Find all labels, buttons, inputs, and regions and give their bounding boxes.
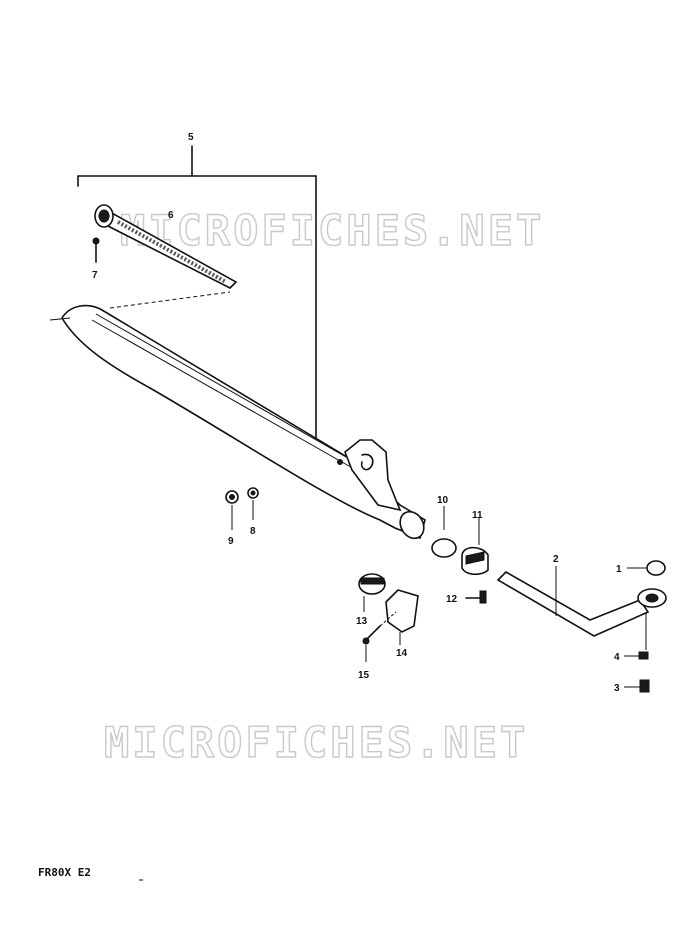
watermark-top: MICROFICHES.NET (120, 206, 544, 255)
callout-7: 7 (92, 270, 98, 281)
clamp-11 (461, 518, 489, 576)
nut-9 (225, 490, 239, 530)
callout-11: 11 (472, 510, 483, 521)
gasket-1 (627, 560, 666, 576)
callout-4: 4 (614, 652, 620, 663)
callout-6: 6 (168, 210, 174, 221)
callout-5: 5 (188, 132, 194, 143)
watermark-bottom: MICROFICHES.NET (104, 718, 528, 767)
bushing-13 (358, 573, 386, 612)
bolt-3 (624, 679, 650, 693)
muffler (49, 291, 426, 540)
screw-15 (362, 611, 397, 662)
model-code: FR80X E2 (38, 866, 91, 879)
callout-9: 9 (228, 536, 234, 547)
gasket-10 (431, 506, 457, 558)
baffle-tube-6 (94, 204, 238, 289)
washer-8 (247, 487, 259, 520)
callout-1: 1 (616, 564, 622, 575)
bracket-14 (385, 589, 419, 645)
callout-13: 13 (356, 616, 368, 627)
screw-7 (92, 237, 100, 263)
callout-3: 3 (614, 683, 620, 694)
callout-15: 15 (358, 670, 370, 681)
callout-12: 12 (446, 594, 458, 605)
nut-4 (624, 651, 649, 660)
callout-10: 10 (437, 495, 449, 506)
assembly-bracket-5 (77, 145, 317, 449)
bolt-12 (465, 590, 487, 604)
callout-2: 2 (553, 554, 559, 565)
callout-14: 14 (396, 648, 408, 659)
exhaust-pipe-2 (496, 566, 667, 650)
callout-8: 8 (250, 526, 256, 537)
